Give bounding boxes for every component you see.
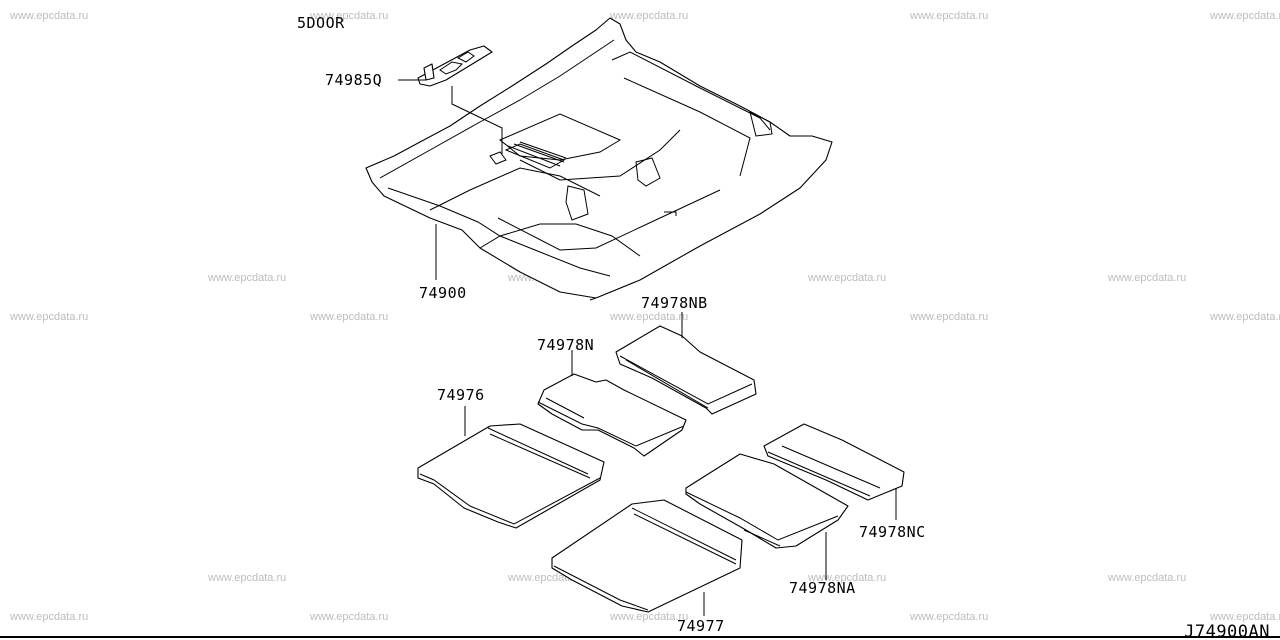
- rear-left-mat-part[interactable]: [537, 373, 687, 457]
- watermark: www.epcdata.ru: [610, 10, 689, 22]
- callout-74976[interactable]: 74976: [437, 386, 485, 404]
- drawing-code: J74900AN: [1184, 622, 1270, 640]
- watermark: www.epcdata.ru: [10, 611, 89, 623]
- watermark: www.epcdata.ru: [610, 311, 689, 323]
- watermark: www.epcdata.ru: [1108, 572, 1187, 584]
- watermark: www.epcdata.ru: [808, 572, 887, 584]
- bottom-border: [0, 636, 1280, 638]
- watermark: www.epcdata.ru: [1210, 611, 1280, 623]
- watermark: www.epcdata.ru: [310, 10, 389, 22]
- watermark: www.epcdata.ru: [910, 311, 989, 323]
- clip-part[interactable]: [417, 45, 493, 87]
- rear-center-mat-part[interactable]: [615, 325, 757, 415]
- rear-right-mat-part[interactable]: [763, 423, 905, 501]
- leader-lines: [398, 79, 897, 616]
- callout-74978n[interactable]: 74978N: [537, 336, 595, 354]
- callout-74977[interactable]: 74977: [677, 617, 725, 635]
- watermark: www.epcdata.ru: [1210, 10, 1280, 22]
- callout-74978nc[interactable]: 74978NC: [859, 523, 926, 541]
- callout-74985q[interactable]: 74985Q: [325, 71, 383, 89]
- watermark: www.epcdata.ru: [910, 10, 989, 22]
- watermark: www.epcdata.ru: [1210, 311, 1280, 323]
- callout-74900[interactable]: 74900: [419, 284, 467, 302]
- watermark: www.epcdata.ru: [10, 10, 89, 22]
- front-right-mat-part[interactable]: [551, 499, 743, 613]
- floor-carpet-part[interactable]: [365, 17, 833, 301]
- front-left-mat-part[interactable]: [417, 423, 605, 529]
- callout-74978na[interactable]: 74978NA: [789, 579, 856, 597]
- watermark: www.epcdata.ru: [910, 611, 989, 623]
- watermark: www.epcdata.ru: [310, 611, 389, 623]
- variant-label: 5DOOR: [297, 14, 345, 32]
- watermark: www.epcdata.ru: [208, 272, 287, 284]
- watermark: www.epcdata.ru: [808, 272, 887, 284]
- watermark: www.epcdata.ru: [1108, 272, 1187, 284]
- watermark: www.epcdata.ru: [610, 611, 689, 623]
- callout-74978nb[interactable]: 74978NB: [641, 294, 708, 312]
- watermark: www.epcdata.ru: [208, 572, 287, 584]
- watermark: www.epcdata.ru: [10, 311, 89, 323]
- watermark: www.epcdata.ru: [310, 311, 389, 323]
- front-right-mat-b-part[interactable]: [685, 453, 849, 549]
